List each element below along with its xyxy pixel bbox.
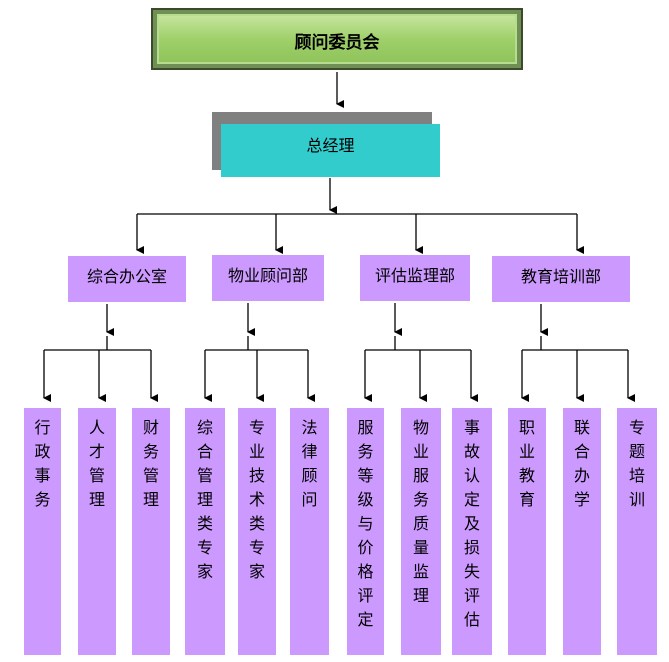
department-label: 物业顾问部: [227, 266, 308, 285]
function-label: 法律顾问: [301, 418, 318, 509]
function-label: 专题培训: [628, 418, 645, 509]
function-box: 专题培训: [617, 408, 657, 655]
function-box: 法律顾问: [290, 408, 329, 655]
department-box: 物业顾问部: [212, 255, 324, 301]
function-box: 综合管理类专家: [185, 408, 225, 655]
function-label: 专业技术类专家: [248, 418, 265, 581]
general-manager-label: 总经理: [306, 136, 355, 155]
function-box: 专业技术类专家: [238, 408, 276, 655]
function-label: 事故认定及损失评估: [463, 418, 480, 629]
function-label: 职业教育: [518, 418, 535, 509]
function-label: 行政事务: [34, 418, 51, 509]
function-box: 物业服务质量监理: [401, 408, 441, 655]
department-label: 教育培训部: [520, 267, 601, 286]
function-label: 财务管理: [142, 418, 159, 509]
function-label: 服务等级与价格评定: [357, 418, 374, 629]
department-box: 教育培训部: [492, 256, 630, 302]
department-box: 综合办公室: [68, 256, 186, 302]
general-manager-box: 总经理: [221, 124, 440, 177]
department-label: 评估监理部: [374, 266, 455, 285]
department-box: 评估监理部: [360, 255, 470, 301]
function-label: 联合办学: [573, 418, 590, 509]
function-label: 人才管理: [88, 418, 105, 509]
function-box: 事故认定及损失评估: [452, 408, 492, 655]
function-box: 联合办学: [563, 408, 601, 655]
function-box: 财务管理: [132, 408, 170, 655]
advisory-committee-box: 顾问委员会: [151, 8, 523, 70]
advisory-committee-label: 顾问委员会: [294, 33, 380, 53]
function-box: 职业教育: [508, 408, 546, 655]
function-box: 人才管理: [78, 408, 116, 655]
function-box: 服务等级与价格评定: [347, 408, 384, 655]
function-label: 综合管理类专家: [196, 418, 213, 581]
function-box: 行政事务: [24, 408, 61, 655]
department-label: 综合办公室: [86, 267, 167, 286]
function-label: 物业服务质量监理: [412, 418, 429, 605]
